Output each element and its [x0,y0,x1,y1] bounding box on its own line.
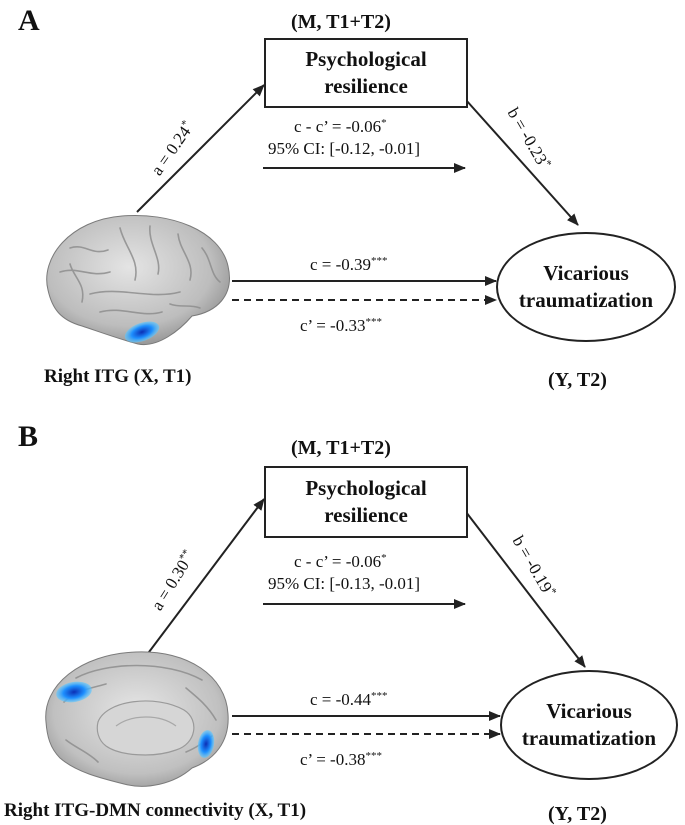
outcome-ellipse: Vicarious traumatization [496,232,676,342]
outcome-label-line1: Vicarious [543,260,629,285]
predictor-label: Right ITG-DMN connectivity (X, T1) [4,800,307,821]
confidence-interval: 95% CI: [-0.13, -0.01] [268,574,421,593]
path-a-arrow [136,84,265,213]
mediator-label-line1: Psychological [305,46,427,71]
path-b-arrow [465,99,579,226]
indirect-effect: c - c’ = -0.06* [294,552,387,571]
panel-b-paths [136,498,586,739]
activation-cluster-posterior [56,681,92,703]
outcome-label: (Y, T2) [548,369,607,391]
confidence-interval: 95% CI: [-0.12, -0.01] [268,139,421,158]
outcome-label: (Y, T2) [548,803,607,825]
outcome-label-line2: traumatization [518,288,654,312]
path-b-arrow [465,511,586,668]
outcome-ellipse: Vicarious traumatization [500,670,678,780]
outcome-label-line2: traumatization [521,726,657,750]
panel-a: A (M, T1+T2) Psychological resilience Vi… [0,0,685,412]
activation-cluster [124,321,160,343]
mediator-label-line2: resilience [324,503,408,527]
mediator-box: Psychological resilience [264,38,468,108]
mediator-label-line1: Psychological [305,475,427,500]
outcome-label-line1: Vicarious [546,698,632,723]
activation-cluster-anterior [197,730,215,758]
panel-b: B (M, T1+T2) Psychological resilience Vi… [0,412,685,824]
mediator-header: (M, T1+T2) [291,437,391,459]
mediator-header: (M, T1+T2) [291,11,391,33]
path-a-arrow [136,498,265,669]
indirect-effect: c - c’ = -0.06* [294,117,387,136]
total-effect: c = -0.44*** [310,690,388,709]
mediator-box: Psychological resilience [264,466,468,538]
lateral-brain-image [46,214,230,346]
direct-effect: c’ = -0.38*** [300,750,382,769]
panel-a-paths [136,84,579,305]
panel-letter: B [18,420,39,453]
medial-brain-image [45,651,229,787]
direct-effect: c’ = -0.33*** [300,316,382,335]
mediator-label-line2: resilience [324,74,408,98]
panel-letter: A [18,4,40,37]
predictor-label: Right ITG (X, T1) [44,366,192,387]
total-effect: c = -0.39*** [310,255,388,274]
